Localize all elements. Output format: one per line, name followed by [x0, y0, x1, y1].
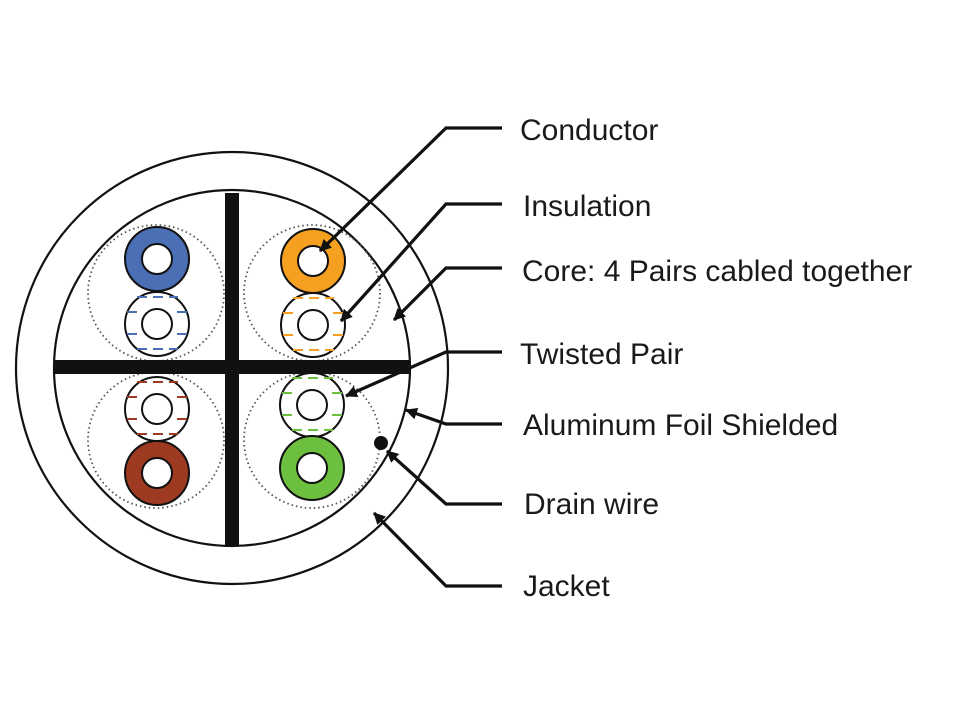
brown-white-conductor: [141, 393, 173, 425]
blue-white-conductor: [141, 308, 173, 340]
brown-pair: [124, 376, 190, 506]
brown-conductor: [141, 457, 173, 489]
insulation-label: Insulation: [523, 190, 651, 223]
jacket-label: Jacket: [523, 570, 610, 603]
drain-wire-leader: [385, 449, 502, 506]
jacket-leader: [372, 511, 502, 588]
insulation-leader: [339, 202, 502, 323]
leader-lines: [318, 126, 502, 588]
conductor-label: Conductor: [520, 114, 658, 147]
pair-boundary-top-left: [87, 224, 225, 362]
green-stripe-dashes: [282, 377, 342, 431]
twisted-pair-leader: [345, 350, 502, 398]
conductor-leader: [318, 126, 502, 253]
green-conductor: [296, 452, 328, 484]
blue-conductor: [141, 243, 173, 275]
orange-white-conductor: [297, 309, 329, 341]
orange-stripe-dashes: [283, 297, 343, 351]
cross-separator-horizontal: [54, 360, 409, 374]
drain-wire-dot: [374, 436, 388, 450]
pair-boundary-top-right: [243, 224, 381, 362]
blue-stripe-dashes: [127, 296, 187, 350]
drain-wire-label: Drain wire: [524, 488, 659, 521]
brown-stripe-dashes: [127, 381, 187, 435]
twisted-pair-label: Twisted Pair: [520, 338, 683, 371]
green-pair: [279, 372, 345, 501]
orange-conductor: [297, 245, 329, 277]
core-label: Core: 4 Pairs cabled together: [522, 255, 912, 288]
core-leader: [392, 266, 502, 322]
green-white-conductor: [296, 389, 328, 421]
foil-label: Aluminum Foil Shielded: [523, 409, 838, 442]
blue-pair: [124, 226, 190, 357]
foil-leader: [405, 407, 502, 426]
